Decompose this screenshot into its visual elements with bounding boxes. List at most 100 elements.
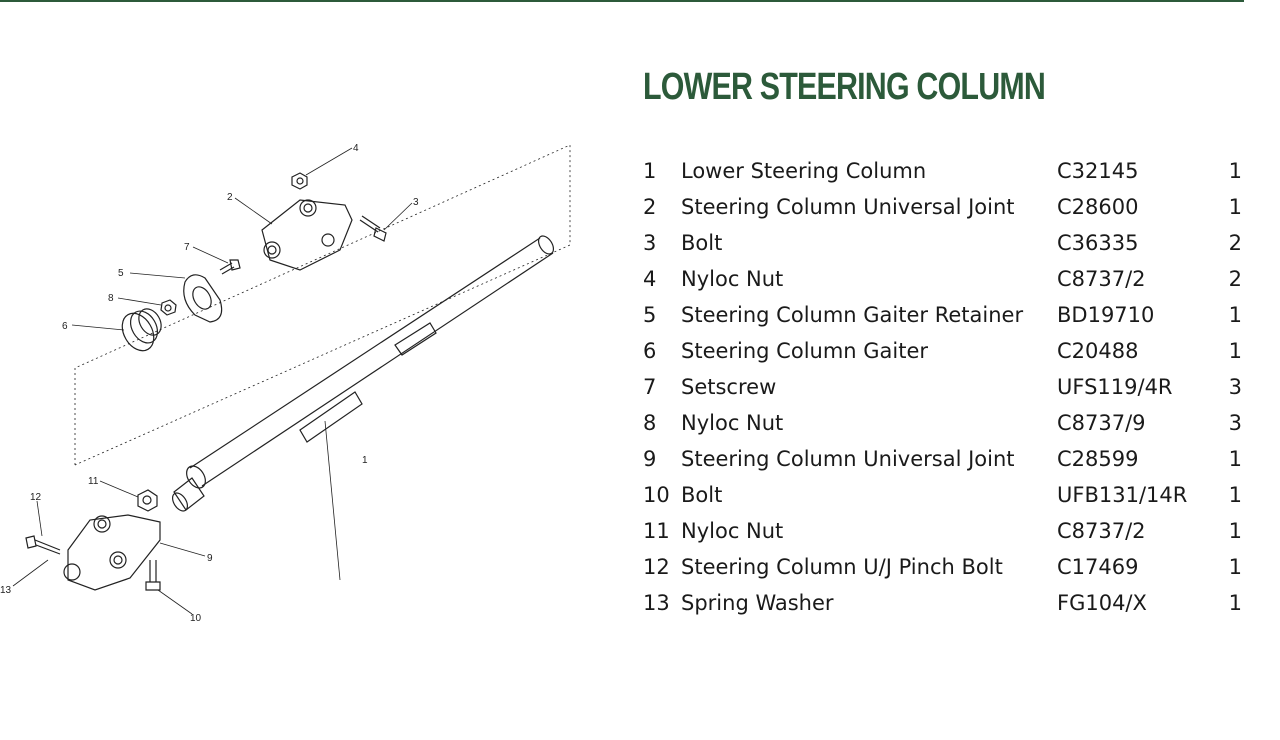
page-title: LOWER STEERING COLUMN	[643, 66, 1046, 108]
part-description: Steering Column Gaiter	[681, 339, 929, 363]
bolt-10	[145, 560, 161, 591]
callout-3: 3	[413, 197, 419, 208]
diagram-svg: 1 2 3 4 5 6 7 8 9 10 11 12 13	[0, 143, 571, 624]
callout-4: 4	[353, 143, 359, 154]
callout-1: 1	[362, 455, 368, 466]
shaft-part	[171, 235, 555, 512]
leader-9	[159, 542, 206, 557]
part-row: 3 Bolt C36335 2	[643, 225, 1248, 261]
part-row: 13 Spring Washer FG104/X 1	[643, 585, 1248, 621]
part-row: 9 Steering Column Universal Joint C28599…	[643, 441, 1248, 477]
leader-5	[129, 272, 186, 279]
part-quantity: 1	[1228, 303, 1242, 327]
callout-5: 5	[118, 268, 124, 279]
part-number: 2	[643, 195, 657, 219]
part-code: C28599	[1057, 447, 1139, 471]
callout-2: 2	[227, 192, 233, 203]
part-number: 10	[643, 483, 670, 507]
part-code: UFS119/4R	[1057, 375, 1173, 399]
parts-list: 1 Lower Steering Column C32145 1 2 Steer…	[643, 153, 1248, 621]
gaiter-6	[121, 308, 162, 352]
part-code: C8737/9	[1057, 411, 1146, 435]
part-row: 5 Steering Column Gaiter Retainer BD1971…	[643, 297, 1248, 333]
part-number: 11	[643, 519, 670, 543]
callout-10: 10	[190, 613, 202, 624]
leader-2	[234, 197, 273, 225]
leader-7	[192, 246, 229, 264]
part-number: 9	[643, 447, 657, 471]
boundary-dotted	[74, 144, 571, 466]
pinch-bolt-12	[25, 535, 61, 555]
leader-13	[12, 559, 49, 587]
leader-1	[324, 420, 341, 581]
part-description: Setscrew	[681, 375, 777, 399]
leader-8	[117, 297, 162, 306]
gaiter-retainer-5	[183, 274, 223, 323]
part-description: Nyloc Nut	[681, 267, 784, 291]
part-quantity: 1	[1228, 483, 1242, 507]
lower-universal-joint	[63, 514, 161, 591]
part-number: 12	[643, 555, 670, 579]
part-quantity: 1	[1228, 519, 1242, 543]
part-number: 13	[643, 591, 670, 615]
part-description: Steering Column Universal Joint	[681, 195, 1015, 219]
part-code: BD19710	[1057, 303, 1155, 327]
part-number: 3	[643, 231, 657, 255]
part-code: C20488	[1057, 339, 1139, 363]
part-row: 2 Steering Column Universal Joint C28600…	[643, 189, 1248, 225]
part-quantity: 2	[1228, 267, 1242, 291]
part-quantity: 3	[1228, 411, 1242, 435]
part-quantity: 1	[1228, 555, 1242, 579]
bolt-3	[359, 215, 387, 242]
part-code: C8737/2	[1057, 519, 1146, 543]
leader-6	[71, 324, 125, 331]
part-description: Nyloc Nut	[681, 411, 784, 435]
part-quantity: 1	[1228, 159, 1242, 183]
part-code: C32145	[1057, 159, 1139, 183]
part-code: FG104/X	[1057, 591, 1147, 615]
leader-10	[157, 589, 193, 615]
part-number: 1	[643, 159, 657, 183]
callout-12: 12	[30, 492, 42, 503]
callout-6: 6	[62, 321, 68, 332]
part-code: C36335	[1057, 231, 1139, 255]
nut-8	[160, 299, 177, 316]
callout-13: 13	[0, 585, 12, 596]
part-number: 7	[643, 375, 657, 399]
part-row: 12 Steering Column U/J Pinch Bolt C17469…	[643, 549, 1248, 585]
part-quantity: 1	[1228, 339, 1242, 363]
callout-9: 9	[207, 553, 213, 564]
part-row: 11 Nyloc Nut C8737/2 1	[643, 513, 1248, 549]
part-description: Steering Column Universal Joint	[681, 447, 1015, 471]
part-row: 7 Setscrew UFS119/4R 3	[643, 369, 1248, 405]
leader-11	[99, 480, 139, 498]
top-rule	[0, 0, 1244, 2]
part-description: Steering Column Gaiter Retainer	[681, 303, 1024, 327]
setscrew-7	[219, 259, 241, 275]
exploded-parts-diagram: 1 2 3 4 5 6 7 8 9 10 11 12 13	[0, 120, 600, 640]
callout-11: 11	[88, 476, 99, 487]
part-quantity: 1	[1228, 195, 1242, 219]
part-code: UFB131/14R	[1057, 483, 1188, 507]
part-description: Spring Washer	[681, 591, 834, 615]
callout-7: 7	[184, 242, 190, 253]
part-row: 8 Nyloc Nut C8737/9 3	[643, 405, 1248, 441]
part-description: Bolt	[681, 231, 723, 255]
part-description: Steering Column U/J Pinch Bolt	[681, 555, 1003, 579]
part-description: Lower Steering Column	[681, 159, 927, 183]
nut-11	[137, 489, 158, 512]
nut-4	[291, 172, 308, 190]
part-number: 6	[643, 339, 657, 363]
part-number: 4	[643, 267, 657, 291]
part-row: 4 Nyloc Nut C8737/2 2	[643, 261, 1248, 297]
leader-12	[36, 500, 43, 537]
upper-universal-joint	[261, 199, 353, 271]
part-row: 6 Steering Column Gaiter C20488 1	[643, 333, 1248, 369]
part-description: Bolt	[681, 483, 723, 507]
leader-4	[305, 147, 353, 176]
leader-3	[383, 202, 413, 231]
part-number: 5	[643, 303, 657, 327]
part-code: C17469	[1057, 555, 1139, 579]
part-number: 8	[643, 411, 657, 435]
part-row: 10 Bolt UFB131/14R 1	[643, 477, 1248, 513]
